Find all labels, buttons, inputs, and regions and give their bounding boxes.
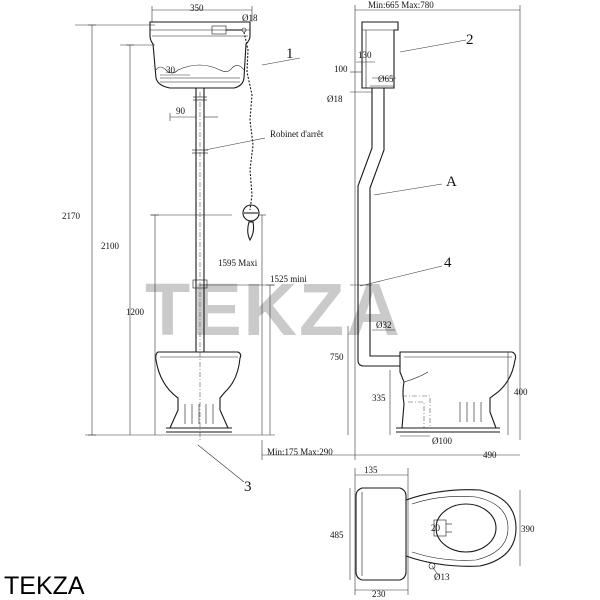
dim-100: 100 — [334, 64, 348, 74]
dim-h-min: 1525 mini — [270, 274, 307, 284]
callout-a: A — [446, 174, 457, 190]
dim-w-230: 230 — [372, 589, 386, 599]
dim-dia-13: Ø13 — [434, 572, 450, 582]
dim-h-335: 335 — [372, 393, 386, 403]
dim-h-max: 1595 Maxi — [218, 258, 258, 268]
dim-range-bottom: Min:175 Max:290 — [267, 447, 333, 457]
dim-pipe-90: 90 — [176, 106, 186, 116]
dim-dia-18: Ø18 — [327, 94, 343, 104]
front-view — [75, 6, 356, 483]
dim-h-485: 485 — [330, 530, 344, 540]
callout-1: 1 — [286, 46, 294, 62]
callout-3: 3 — [244, 479, 252, 495]
callout-4: 4 — [444, 255, 452, 271]
dim-tank-width: 350 — [190, 3, 204, 13]
watermark: TEKZA — [145, 268, 402, 351]
dim-dia-100: Ø100 — [432, 436, 452, 446]
side-view — [347, 5, 521, 456]
dim-h-2100: 2100 — [101, 241, 120, 251]
dim-w-135: 135 — [364, 465, 378, 475]
dim-range-top: Min:665 Max:780 — [368, 0, 434, 10]
dim-h-750: 750 — [330, 352, 344, 362]
dim-dia-65: Ø65 — [378, 74, 394, 84]
dim-h-2170: 2170 — [62, 211, 81, 221]
brand-label: TEKZA — [4, 572, 85, 600]
dim-inner-30: 30 — [166, 65, 176, 75]
dim-130: 130 — [358, 50, 372, 60]
dim-w-490: 490 — [483, 450, 497, 460]
labels: 350 Ø18 30 90 Robinet d'arrêt 2170 2100 … — [4, 0, 535, 600]
dim-outlet-dia: Ø18 — [242, 13, 258, 23]
dim-h-390: 390 — [521, 524, 535, 534]
label-valve: Robinet d'arrêt — [270, 129, 324, 139]
dim-dia-32: Ø32 — [376, 320, 392, 330]
dim-h-1200: 1200 — [126, 307, 145, 317]
plan-view — [349, 468, 521, 595]
callout-2: 2 — [466, 32, 474, 48]
dim-h-400: 400 — [514, 387, 528, 397]
dim-20: 20 — [431, 523, 441, 533]
